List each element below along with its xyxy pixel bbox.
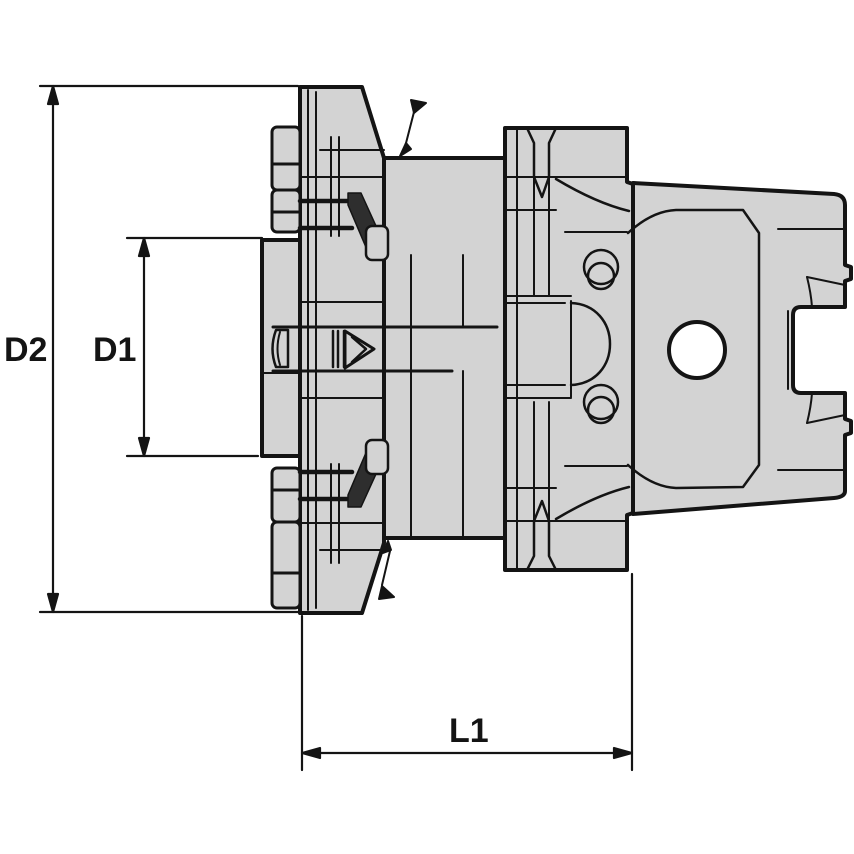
dim-arrows — [300, 746, 634, 760]
counterbore-pockets — [364, 224, 390, 476]
body-outline — [382, 156, 507, 540]
center-screw-tip — [343, 329, 376, 370]
dim-label-l1: L1 — [449, 712, 489, 750]
slot-bands — [297, 198, 355, 502]
hex-bolt-stack-top — [270, 125, 302, 234]
part-details — [261, 89, 846, 611]
arrowhead-icon — [46, 84, 60, 106]
hsk-shank-outline — [631, 181, 853, 516]
arrowhead-icon — [137, 236, 151, 258]
callout-arrowhead-icon — [399, 142, 412, 157]
hex-nut — [270, 125, 302, 192]
collar-outline — [503, 126, 635, 572]
clamp-screw-circle — [586, 261, 616, 291]
dim-arrows — [46, 84, 60, 614]
shank-flat-contour — [626, 208, 761, 490]
dim-d2 — [38, 84, 300, 614]
collar-relief-arc — [554, 485, 631, 521]
shank-hole — [667, 320, 727, 380]
screw-head-curve — [276, 331, 281, 366]
collar-relief-arc — [554, 177, 631, 213]
dim-arrows — [137, 236, 151, 458]
dim-label-d2: D2 — [4, 331, 47, 369]
callout-leader — [404, 111, 415, 148]
edge-callouts — [378, 99, 427, 600]
drive-slot-curve — [806, 276, 813, 308]
drive-slot-edge — [806, 414, 846, 424]
center-screw-head — [271, 328, 290, 369]
dim-l1 — [300, 572, 634, 772]
arrowhead-icon — [137, 436, 151, 458]
hex-nut — [270, 466, 302, 524]
boss-dome — [569, 301, 612, 387]
drive-slot-edge — [806, 276, 846, 286]
clamp-screw-circle — [586, 395, 616, 425]
center-slot — [271, 325, 499, 373]
clamp-screw-circle — [582, 383, 620, 421]
callout-flag-icon — [378, 585, 395, 600]
hex-bolt-stack-bottom — [270, 466, 302, 610]
screw-cone — [343, 329, 376, 370]
drive-slot-curve — [806, 392, 813, 424]
drawing-root: D2 D1 L1 — [4, 84, 853, 772]
arrowhead-icon — [612, 746, 634, 760]
arrowhead-icon — [46, 592, 60, 614]
dimensions: D2 D1 L1 — [4, 84, 634, 772]
edge-callout-bottom — [378, 540, 395, 600]
callout-flag-icon — [410, 99, 427, 114]
callout-leader — [381, 550, 391, 586]
pocket — [364, 224, 390, 262]
pocket — [364, 438, 390, 476]
clamp-screw-circle — [582, 248, 620, 286]
screw-head — [271, 328, 290, 369]
dim-d1 — [125, 236, 264, 458]
dim-labels: D2 D1 L1 — [4, 331, 489, 750]
edge-callout-top — [399, 99, 427, 157]
callout-arrowhead-icon — [382, 540, 392, 554]
screw-cone-chevron — [350, 335, 368, 364]
arrowhead-icon — [300, 746, 322, 760]
dim-label-d1: D1 — [93, 331, 136, 369]
hex-nut — [270, 520, 302, 610]
